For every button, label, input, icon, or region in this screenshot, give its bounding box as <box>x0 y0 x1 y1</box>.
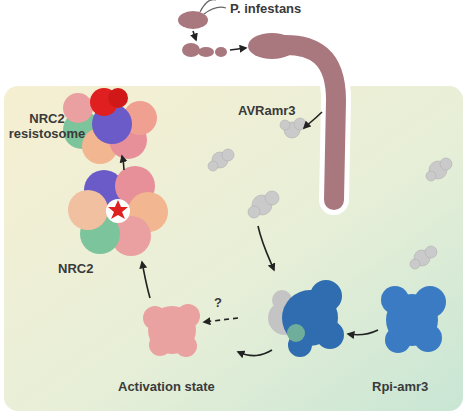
sensor-protein <box>381 286 446 353</box>
protein-label: AVRamr3 <box>238 104 296 119</box>
nrc2-oligomer <box>68 166 168 256</box>
pathogen <box>178 0 336 200</box>
effector-proteins <box>208 118 452 269</box>
complex-label: NRC2 resistosome <box>2 112 92 142</box>
protein-label: Rpi-amr3 <box>372 380 428 395</box>
protein-label: NRC2 <box>58 262 93 277</box>
sensor-effector-complex <box>268 280 344 357</box>
question-mark: ? <box>214 296 222 311</box>
state-label: Activation state <box>118 380 215 395</box>
nrc2-monomer <box>143 304 200 357</box>
pathway-arrows <box>122 112 378 356</box>
organism-label: P. infestans <box>230 2 301 17</box>
